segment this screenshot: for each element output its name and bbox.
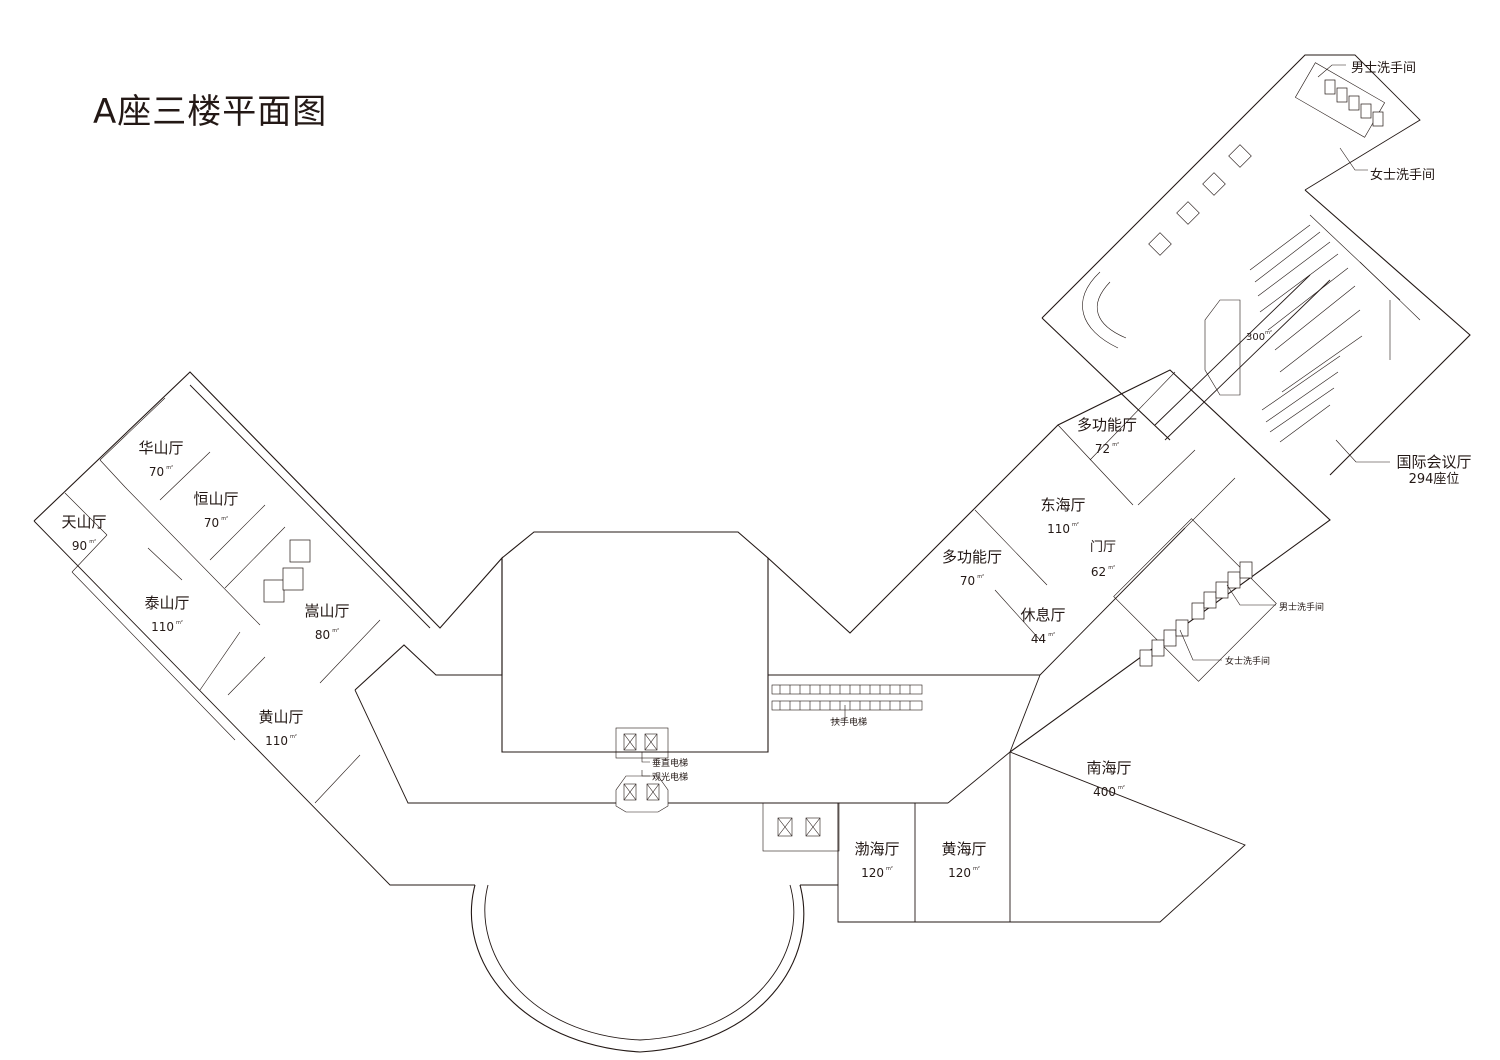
annotation-men-toilet-top: 男士洗手间 bbox=[1351, 61, 1417, 76]
conference-name: 国际会议厅 bbox=[1396, 453, 1472, 471]
annotation-men-toilet-mid: 男士洗手间 bbox=[1279, 603, 1325, 613]
conference-seats: 294座位 bbox=[1408, 472, 1460, 487]
room-name: 泰山厅 bbox=[144, 594, 190, 612]
west-wing-walls bbox=[33, 371, 503, 886]
room-name: 华山厅 bbox=[138, 439, 184, 457]
conference-area: 300m² bbox=[1246, 330, 1272, 343]
room-name: 东海厅 bbox=[1040, 496, 1086, 514]
room-name: 门厅 bbox=[1089, 540, 1117, 555]
room-name: 多功能厅 bbox=[941, 548, 1003, 566]
annotation-vertical-elevator: 垂直电梯 bbox=[652, 759, 689, 769]
conference-hall-label: 国际会议厅 294座位 bbox=[1396, 453, 1471, 488]
east-wing-walls bbox=[767, 369, 1331, 922]
south-semicircle bbox=[470, 751, 1246, 1053]
annotation-sightseeing-elevator: 观光电梯 bbox=[652, 773, 689, 783]
lounge-tables bbox=[1148, 144, 1252, 256]
room-name: 嵩山厅 bbox=[304, 602, 350, 620]
room-name: 南海厅 bbox=[1086, 759, 1132, 777]
room-name: 休息厅 bbox=[1020, 606, 1066, 624]
northeast-block bbox=[1041, 54, 1471, 476]
room-name: 恒山厅 bbox=[193, 490, 239, 508]
annotation-women-toilet-mid: 女士洗手间 bbox=[1225, 657, 1271, 667]
annotation-women-toilet-top: 女士洗手间 bbox=[1370, 168, 1436, 183]
annotation-escalator: 扶手电梯 bbox=[831, 718, 868, 728]
leader-lines bbox=[641, 64, 1390, 777]
plan-title: A座三楼平面图 bbox=[93, 92, 328, 132]
room-name: 黄山厅 bbox=[258, 708, 304, 726]
room-name: 渤海厅 bbox=[854, 840, 900, 858]
central-atrium bbox=[501, 531, 948, 852]
room-name: 多功能厅 bbox=[1076, 416, 1138, 434]
room-name: 黄海厅 bbox=[941, 840, 987, 858]
auditorium-seats bbox=[1249, 224, 1363, 443]
room-name: 天山厅 bbox=[61, 513, 107, 531]
